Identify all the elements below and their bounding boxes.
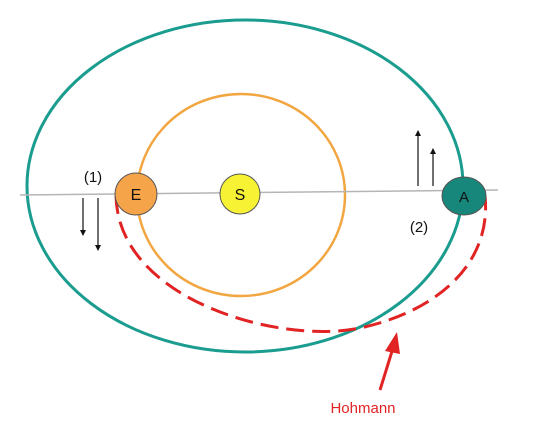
earth-label: E xyxy=(131,187,142,204)
hohmann-pointer xyxy=(378,332,400,391)
hohmann-transfer-path xyxy=(114,195,488,333)
burn1-label: (1) xyxy=(84,169,102,186)
asteroid-label: A xyxy=(459,189,469,206)
earth: E xyxy=(114,172,158,216)
asteroid: A xyxy=(441,176,487,216)
sun: S xyxy=(219,173,261,215)
sun-label: S xyxy=(235,187,246,204)
burn2-label: (2) xyxy=(410,219,428,236)
hohmann-label: Hohmann xyxy=(330,400,395,417)
